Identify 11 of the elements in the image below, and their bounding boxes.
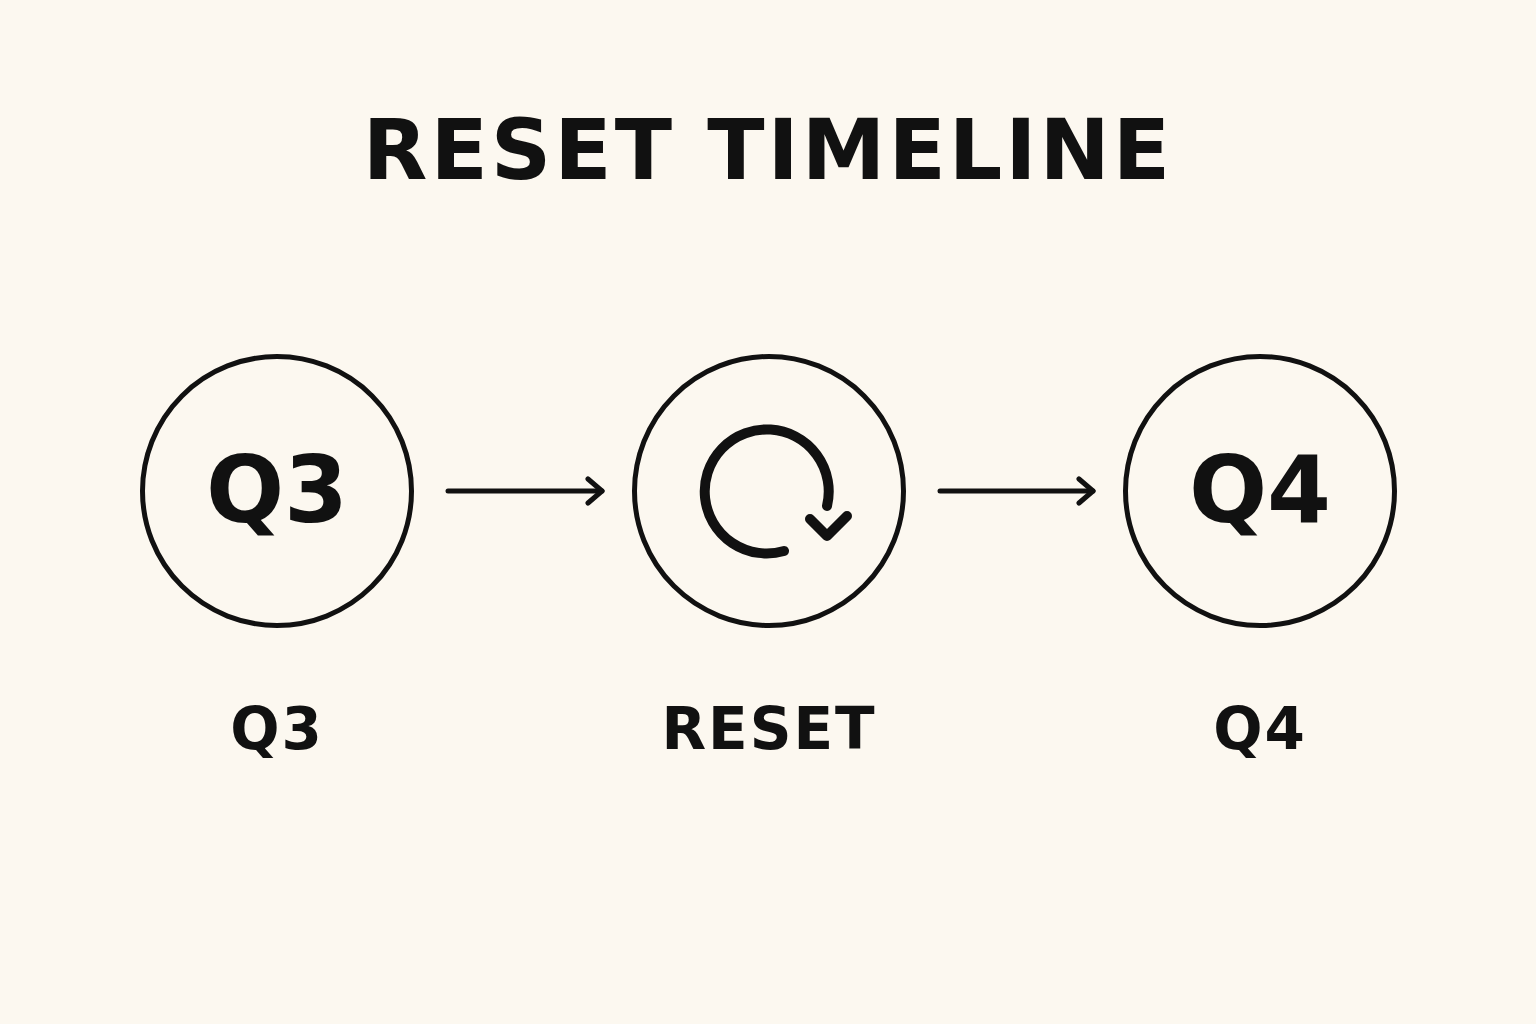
stage-label: Q4 [1188, 445, 1332, 537]
stage-label: Q3 [205, 445, 349, 537]
stage-circle [632, 354, 906, 628]
stage-caption: Q3 [230, 700, 324, 758]
stage-circle [1123, 354, 1397, 628]
arrow [445, 476, 605, 506]
stage-circle [140, 354, 414, 628]
stage-caption: RESET [661, 700, 877, 758]
stage-caption: Q4 [1213, 700, 1307, 758]
diagram-title: RESET TIMELINE [362, 108, 1174, 192]
arrow [937, 476, 1096, 506]
